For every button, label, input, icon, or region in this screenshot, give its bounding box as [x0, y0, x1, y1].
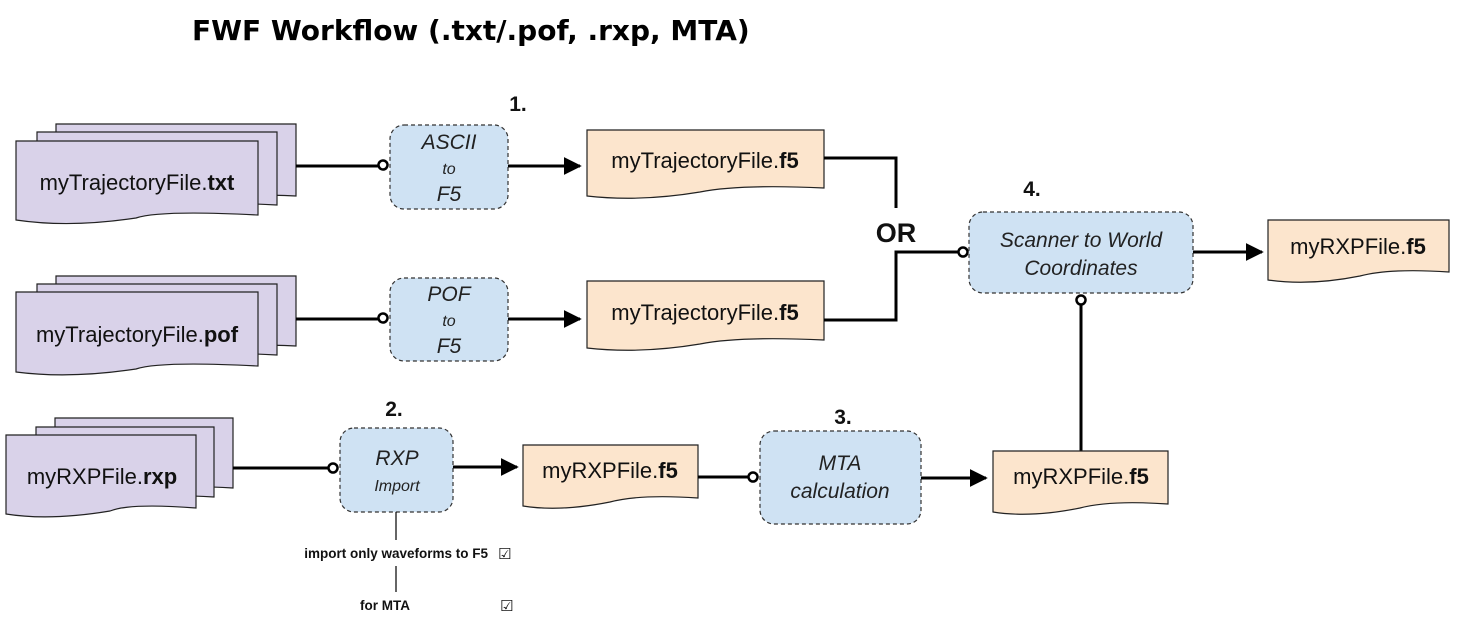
input-doc-stack-pof: myTrajectoryFile.pof — [15, 275, 297, 376]
process-ascii-to-f5: ASCII to F5 — [389, 124, 509, 210]
process-label: Coordinates — [1024, 257, 1138, 280]
step-label-4: 4. — [1023, 178, 1041, 201]
input-doc-stack-rxp: myRXPFile.rxp — [5, 417, 234, 518]
process-label: to — [442, 313, 455, 330]
output-file-label: myTrajectoryFile.f5 — [611, 300, 798, 325]
process-label: ASCII — [420, 131, 477, 154]
output-doc-rxp-f5-import: myRXPFile.f5 — [522, 444, 699, 509]
input-file-txt: myTrajectoryFile.txt — [40, 170, 235, 195]
option-label-waveforms: import only waveforms to F5 — [304, 546, 488, 561]
input-file-rxp: myRXPFile.rxp — [27, 464, 177, 489]
output-doc-traj-f5-a: myTrajectoryFile.f5 — [586, 129, 825, 199]
output-doc-rxp-f5-mta: myRXPFile.f5 — [992, 450, 1169, 515]
process-rxp-import: RXP Import — [339, 427, 454, 513]
process-label: RXP — [375, 447, 418, 470]
input-port-circle — [957, 246, 969, 258]
process-scanner-to-world: Scanner to World Coordinates — [968, 211, 1194, 294]
option-checkbox-for-mta[interactable]: ☑ — [500, 597, 513, 615]
output-file-label: myRXPFile.f5 — [1013, 464, 1149, 489]
process-label: MTA — [819, 452, 862, 475]
input-doc-stack-txt: myTrajectoryFile.txt — [15, 123, 297, 225]
process-label: Scanner to World — [1000, 229, 1164, 252]
step-label-2: 2. — [385, 398, 403, 421]
option-label-for-mta: for MTA — [360, 598, 410, 613]
output-file-label: myTrajectoryFile.f5 — [611, 148, 798, 173]
process-mta-calculation: MTA calculation — [759, 430, 922, 525]
output-doc-traj-f5-b: myTrajectoryFile.f5 — [586, 280, 825, 351]
process-label: calculation — [790, 480, 889, 503]
diagram-title: FWF Workflow (.txt/.pof, .rxp, MTA) — [192, 14, 750, 47]
process-label: Import — [374, 478, 420, 495]
output-doc-rxp-f5-final: myRXPFile.f5 — [1267, 219, 1450, 283]
process-label: F5 — [437, 335, 462, 358]
input-port-circle — [377, 159, 389, 171]
process-label: to — [442, 161, 455, 178]
edge-traj-f5-b-to-s2w — [824, 250, 958, 322]
step-label-1: 1. — [509, 93, 527, 116]
input-file-pof: myTrajectoryFile.pof — [36, 322, 239, 347]
output-file-label: myRXPFile.f5 — [1290, 234, 1426, 259]
input-port-circle — [377, 312, 389, 324]
edge-traj-f5-a-to-or — [824, 156, 898, 208]
process-label: F5 — [437, 183, 462, 206]
process-pof-to-f5: POF to F5 — [389, 277, 509, 362]
output-file-label: myRXPFile.f5 — [542, 458, 678, 483]
option-checkbox-waveforms[interactable]: ☑ — [498, 545, 511, 563]
step-label-3: 3. — [834, 406, 852, 429]
input-port-circle — [1075, 294, 1087, 306]
input-port-circle — [327, 462, 339, 474]
or-label: OR — [876, 218, 917, 248]
input-port-circle — [747, 471, 759, 483]
process-label: POF — [427, 283, 471, 306]
